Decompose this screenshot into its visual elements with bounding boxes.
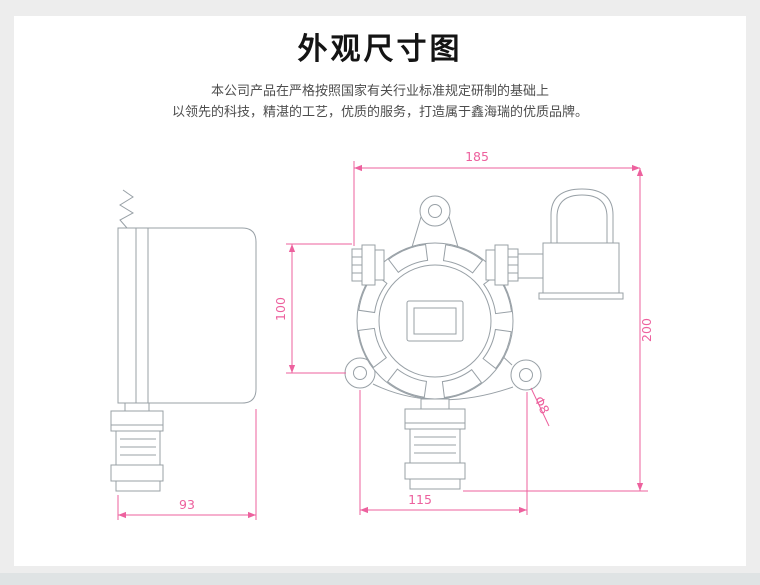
dimension-hole-diameter: Φ8: [530, 387, 553, 427]
dimension-drawing: 185 200 100 115 Φ8 93: [110, 149, 654, 520]
sensor-head-side: [110, 402, 164, 492]
dimension-body-height: 100: [273, 243, 352, 374]
dim-label-phi8: Φ8: [531, 394, 552, 417]
flange-castellation: [357, 243, 513, 399]
dimension-side-depth: 93: [117, 409, 257, 520]
subtitle-line-1: 本公司产品在严格按照国家有关行业标准规定研制的基础上: [210, 83, 549, 98]
page-title: 外观尺寸图: [297, 33, 463, 66]
front-view: [344, 188, 624, 490]
antenna-icon: [119, 189, 135, 229]
side-view: [110, 189, 257, 492]
dimension-overall-height: 200: [463, 168, 654, 492]
dim-label-100: 100: [273, 297, 288, 321]
lcd-display: [406, 300, 464, 342]
conduit-entry-right: [485, 244, 546, 286]
dim-label-115: 115: [408, 492, 432, 507]
page-subtitle: 本公司产品在严格按照国家有关行业标准规定研制的基础上 以领先的科技，精湛的工艺，…: [0, 80, 760, 122]
dimension-overall-width: 185: [353, 149, 640, 246]
housing-side: [135, 227, 257, 404]
dim-label-200: 200: [639, 318, 654, 342]
subtitle-line-2: 以领先的科技，精湛的工艺，优质的服务，打造属于鑫海瑞的优质品牌。: [171, 104, 588, 119]
dim-label-93: 93: [179, 497, 195, 512]
junction-box: [538, 188, 624, 300]
mounting-plate-edge: [117, 227, 137, 404]
sensor-head-front: [404, 398, 466, 490]
mounting-hole-top: [428, 204, 442, 218]
dim-label-185: 185: [465, 149, 489, 164]
page-bottom-strip: [0, 573, 760, 585]
dimension-mount-spacing: 115: [359, 390, 528, 515]
mounting-hole-bottom-left: [353, 366, 367, 380]
conduit-entry-left: [351, 244, 385, 286]
mounting-hole-bottom-right: [519, 368, 533, 382]
